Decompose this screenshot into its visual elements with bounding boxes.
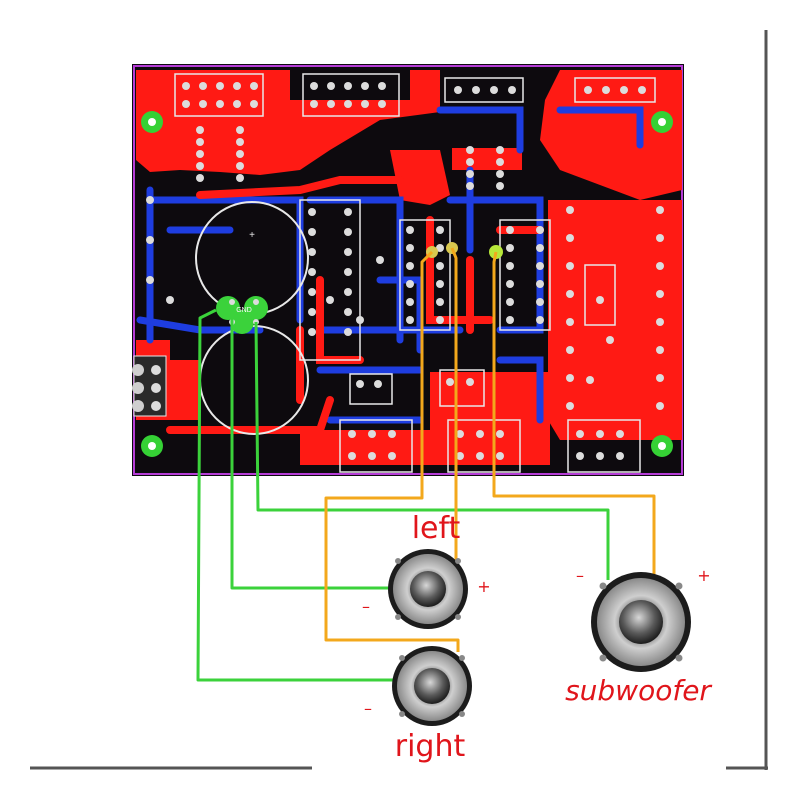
subwoofer-plus-sign: + (697, 566, 710, 585)
svg-text:+: + (249, 230, 255, 241)
power-terminal-block (132, 355, 167, 417)
output-pads-green: GND (216, 242, 503, 334)
left-speaker-icon (388, 549, 468, 629)
right-minus-sign: – (364, 699, 372, 718)
right-speaker-label: right (395, 729, 466, 764)
right-speaker-icon (392, 646, 472, 726)
speaker-wires (196, 247, 656, 682)
subwoofer-speaker-icon (591, 572, 691, 672)
page-frame (30, 30, 768, 770)
wire-subwoofer-positive (492, 251, 656, 576)
wire-left-positive (324, 250, 460, 652)
pcb-board: + (132, 64, 684, 476)
wire-right-positive (450, 247, 458, 560)
left-speaker-label: left (412, 511, 461, 546)
header-connectors (174, 73, 656, 473)
solder-pads (146, 82, 664, 460)
gnd-label: GND (236, 307, 252, 314)
wire-subwoofer-negative (254, 321, 610, 580)
mounting-hole-icon (141, 111, 673, 457)
wire-left-negative (230, 318, 396, 590)
left-minus-sign: – (362, 597, 370, 616)
left-plus-sign: + (477, 577, 490, 596)
subwoofer-minus-sign: – (576, 566, 584, 585)
subwoofer-label: subwoofer (565, 674, 712, 707)
wire-right-negative (196, 308, 410, 682)
